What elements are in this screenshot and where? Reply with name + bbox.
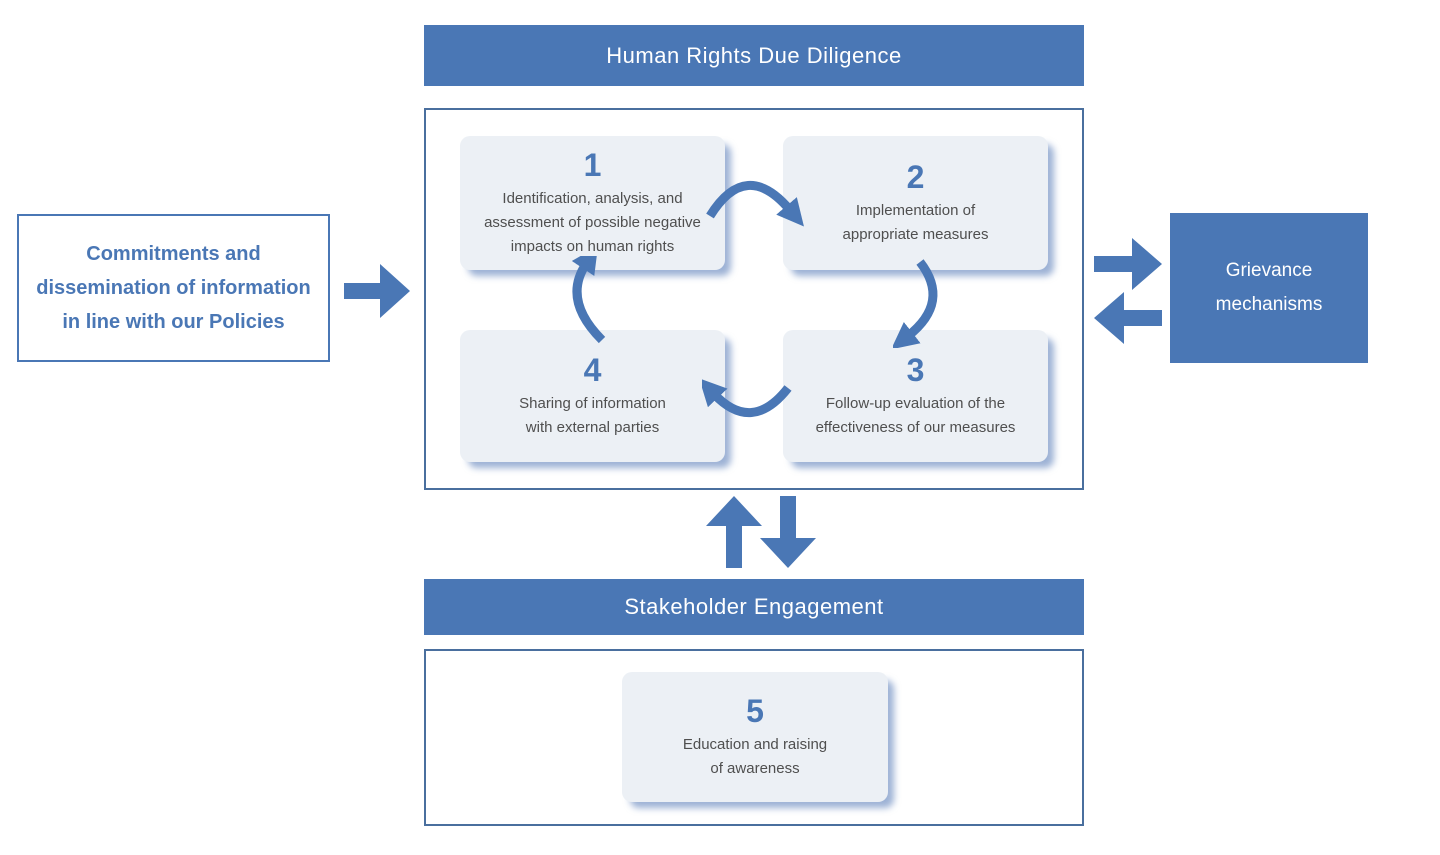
cycle-step-card-3: 3 Follow-up evaluation of the effectiven… <box>783 330 1048 462</box>
step-text-line: Identification, analysis, and <box>502 189 683 207</box>
step-number: 3 <box>906 352 925 389</box>
hrdd-header-title: Human Rights Due Diligence <box>606 42 902 68</box>
commitments-text-line: Commitments and <box>86 243 261 265</box>
step-text-line: with external parties <box>525 418 660 436</box>
step-text-line: Implementation of <box>855 201 976 219</box>
step-text-line: of awareness <box>710 759 800 777</box>
education-step-card-5: 5 Education and raising of awareness <box>622 672 888 802</box>
stakeholder-header-title: Stakeholder Engagement <box>624 594 884 619</box>
step-number: 5 <box>746 693 764 730</box>
grievance-text-line: Grievance <box>1225 260 1313 281</box>
step-text-line: Follow-up evaluation of the <box>825 394 1006 412</box>
curved-arrow-step4-to-step1-icon <box>571 256 606 344</box>
step-text-line: assessment of possible negative <box>484 213 701 231</box>
step-text-line: Education and raising <box>682 735 828 753</box>
step-text: Implementation of appropriate measures <box>843 199 989 247</box>
step-text: Education and raising of awareness <box>683 733 827 781</box>
commitments-box: Commitments and dissemination of informa… <box>17 214 330 362</box>
curved-arrow-step3-to-step4-icon <box>702 378 792 418</box>
arrow-right-commitments-to-cycle-icon <box>344 264 410 318</box>
step-text-line: appropriate measures <box>842 225 989 243</box>
step-text: Identification, analysis, and assessment… <box>484 187 701 259</box>
step-number: 4 <box>583 352 602 389</box>
curved-arrow-step2-to-step3-icon <box>893 259 938 348</box>
curved-arrow-step1-to-step2-icon <box>706 180 804 227</box>
commitments-text-line: dissemination of information <box>36 277 311 299</box>
step-text-line: effectiveness of our measures <box>815 418 1016 436</box>
cycle-step-card-2: 2 Implementation of appropriate measures <box>783 136 1048 270</box>
arrow-right-cycle-to-grievance-icon <box>1094 238 1162 290</box>
cycle-step-card-1: 1 Identification, analysis, and assessme… <box>460 136 725 270</box>
commitments-text-line: in line with our Policies <box>62 311 285 333</box>
arrow-left-grievance-to-cycle-icon <box>1094 292 1162 344</box>
step-number: 1 <box>583 147 602 184</box>
stakeholder-header-bar: Stakeholder Engagement <box>424 579 1084 635</box>
cycle-step-card-4: 4 Sharing of information with external p… <box>460 330 725 462</box>
arrow-up-stakeholder-to-cycle-icon <box>706 496 762 568</box>
grievance-mechanisms-box: Grievance mechanisms <box>1170 213 1368 363</box>
step-text: Sharing of information with external par… <box>519 392 666 440</box>
step-text-line: impacts on human rights <box>510 237 675 255</box>
step-text-line: Sharing of information <box>519 394 666 412</box>
step-text: Follow-up evaluation of the effectivenes… <box>816 392 1016 440</box>
grievance-text-line: mechanisms <box>1215 294 1323 315</box>
hrdd-header-bar: Human Rights Due Diligence <box>424 25 1084 86</box>
arrow-down-cycle-to-stakeholder-icon <box>760 496 816 568</box>
step-number: 2 <box>906 159 925 196</box>
